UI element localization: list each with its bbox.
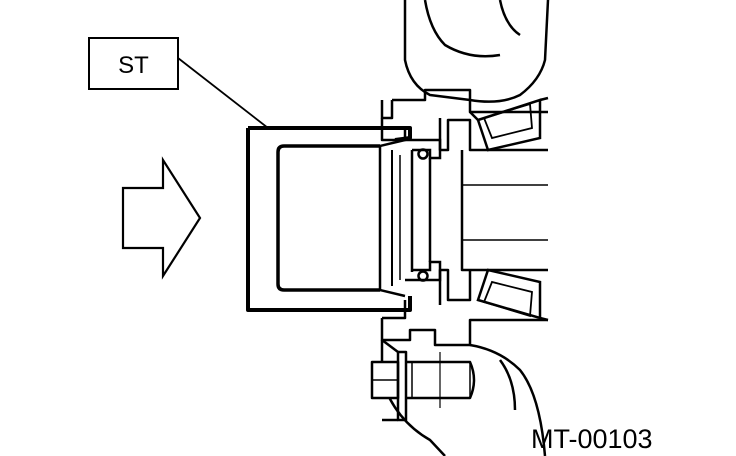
tool-leader-line [177,57,269,129]
bolt [370,339,476,422]
upper-bearing [469,96,549,152]
special-tool [246,126,412,312]
oil-seal [405,138,442,282]
figure-code-text: MT-00103 [531,424,653,454]
lower-bearing [476,268,549,322]
push-direction-arrow [121,156,202,280]
tool-label-text: ST [118,52,149,79]
tool-label-box: ST [88,37,179,90]
